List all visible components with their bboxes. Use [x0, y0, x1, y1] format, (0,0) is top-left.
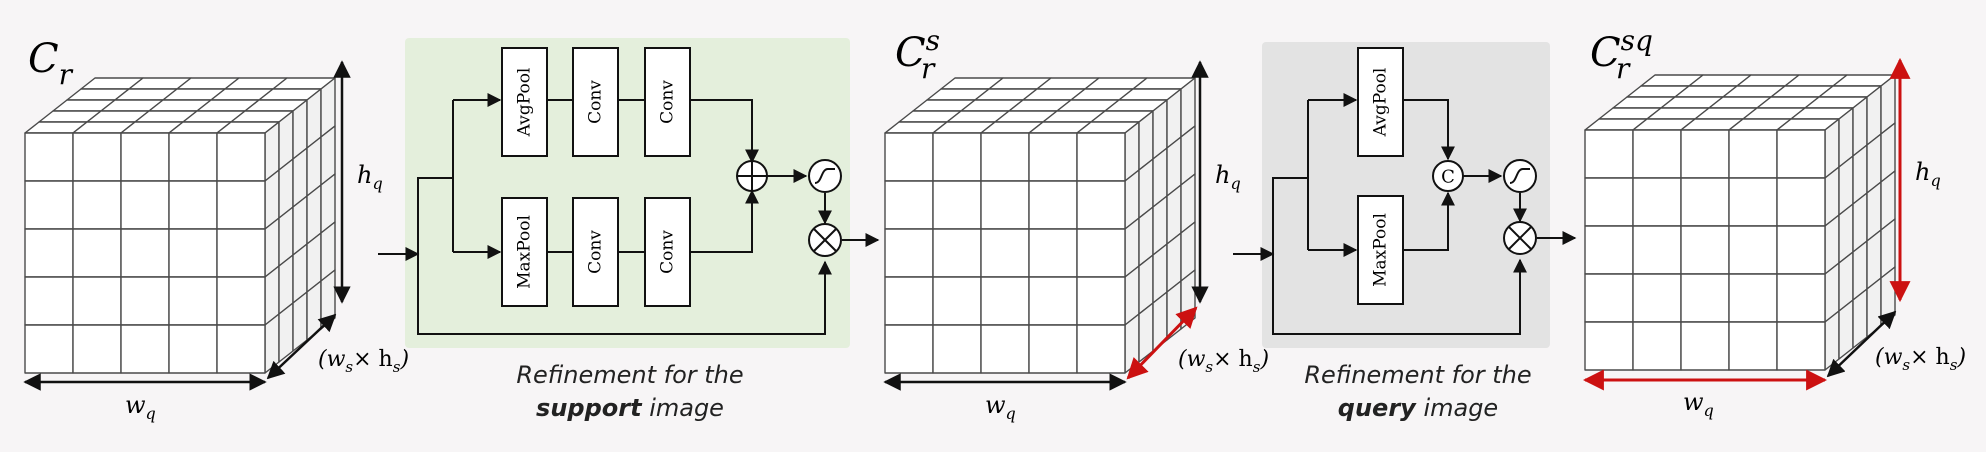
cube2-depth-arrow: [1126, 306, 1198, 380]
query-refinement-block: [1233, 93, 1577, 335]
cube2-depth-label: (ws× hs): [1178, 347, 1269, 376]
cube3-width-label: wq: [1683, 388, 1714, 420]
cube-c-r: [24, 77, 336, 374]
svg-text:C: C: [1441, 167, 1455, 188]
support-bottom-conv1-label: Conv: [586, 230, 606, 274]
support-bottom-branch: MaxPool Conv Conv: [501, 197, 691, 307]
support-refinement-panel: [405, 38, 850, 348]
support-add-icon: [736, 160, 768, 192]
support-top-conv1-box: [572, 47, 619, 157]
support-multiply-icon: [808, 223, 842, 257]
cube1-depth-label: (ws× hs): [318, 347, 409, 376]
cube3-depth-label: (ws× hs): [1875, 345, 1966, 374]
support-top-branch: AvgPool Conv Conv: [501, 47, 691, 157]
cube1-width-label: wq: [125, 391, 156, 423]
query-sigmoid-icon: [1503, 159, 1537, 193]
cube-c-r-sq: [1584, 74, 1896, 371]
query-multiply-icon: [1503, 221, 1537, 255]
support-avgpool-box: [501, 47, 548, 157]
cube1-height-label: hq: [357, 161, 383, 193]
query-refinement-panel: [1262, 42, 1550, 348]
query-avgpool-label: AvgPool: [1371, 68, 1391, 138]
support-maxpool-label: MaxPool: [515, 215, 535, 289]
query-concat-icon: C: [1432, 160, 1464, 192]
support-refinement-block: [378, 93, 880, 335]
support-caption-line2: support image: [536, 394, 724, 422]
query-caption: Refinement for the: [1304, 361, 1531, 389]
cube1-depth-arrow: [266, 313, 337, 380]
support-top-conv1-label: Conv: [586, 80, 606, 124]
cube2-height-label: hq: [1215, 161, 1241, 193]
cube2-width-label: wq: [985, 391, 1016, 423]
cube-c-r-s: [884, 77, 1196, 374]
query-maxpool-label: MaxPool: [1371, 213, 1391, 287]
support-bottom-conv1-box: [572, 197, 619, 307]
support-sigmoid-icon: [808, 159, 842, 193]
cube3-depth-arrow: [1826, 310, 1897, 378]
support-bottom-conv2-box: [644, 197, 691, 307]
query-maxpool-box: [1357, 195, 1404, 305]
cube3-height-label: hq: [1915, 158, 1941, 190]
query-caption-line2: query image: [1338, 394, 1498, 422]
support-avgpool-label: AvgPool: [515, 68, 535, 138]
support-caption: Refinement for the: [516, 361, 743, 389]
support-top-conv2-box: [644, 47, 691, 157]
support-top-conv2-label: Conv: [658, 80, 678, 124]
cube1-title: Cr: [28, 36, 74, 91]
support-bottom-conv2-label: Conv: [658, 230, 678, 274]
support-maxpool-box: [501, 197, 548, 307]
query-avgpool-box: [1357, 47, 1404, 157]
